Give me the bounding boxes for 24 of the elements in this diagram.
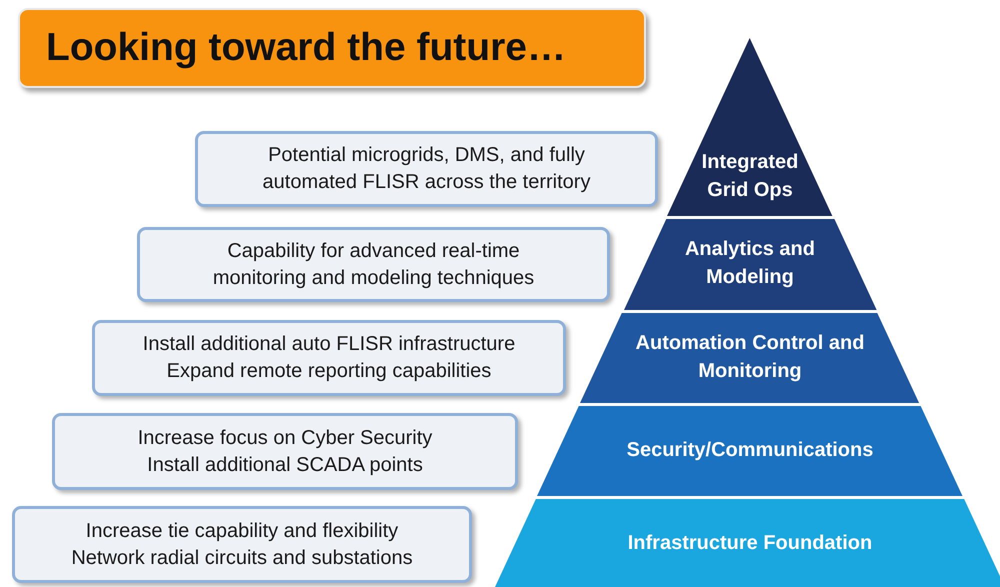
- description-text: Increase focus on Cyber Security: [138, 426, 432, 450]
- tier-label: Infrastructure Foundation: [626, 531, 874, 556]
- description-box: [12, 506, 472, 583]
- description-text: Increase tie capability and flexibility: [86, 518, 398, 544]
- tier-label: Analytics and Modeling: [684, 237, 816, 290]
- pyramid-tier: [624, 219, 876, 310]
- pyramid-tier: [667, 38, 833, 216]
- description-box: [92, 320, 566, 396]
- pyramid-tier: [580, 313, 920, 403]
- pyramid-tier: [494, 499, 1000, 587]
- title-banner: Looking toward the future…: [18, 8, 646, 88]
- pyramid-tier: [537, 406, 963, 496]
- description-text: Capability for advanced real-time monitoring and modeling techniques: [212, 238, 536, 290]
- tier-label: Security/Communications: [626, 438, 874, 463]
- description-box: [52, 413, 518, 490]
- tier-label: Integrated Grid Ops: [700, 150, 800, 203]
- description-text: Expand remote reporting capabilities: [166, 359, 492, 384]
- tier-label: Automation Control and Monitoring: [634, 331, 866, 384]
- description-text: Potential microgrids, DMS, and fully automated FLISR across the territory: [262, 143, 592, 195]
- description-text: Install additional auto FLISR infrastructure: [142, 332, 516, 357]
- description-box: [137, 227, 610, 302]
- description-box: [195, 131, 658, 207]
- description-text: Network radial circuits and substations: [71, 546, 413, 570]
- description-text: Install additional SCADA points: [147, 452, 423, 478]
